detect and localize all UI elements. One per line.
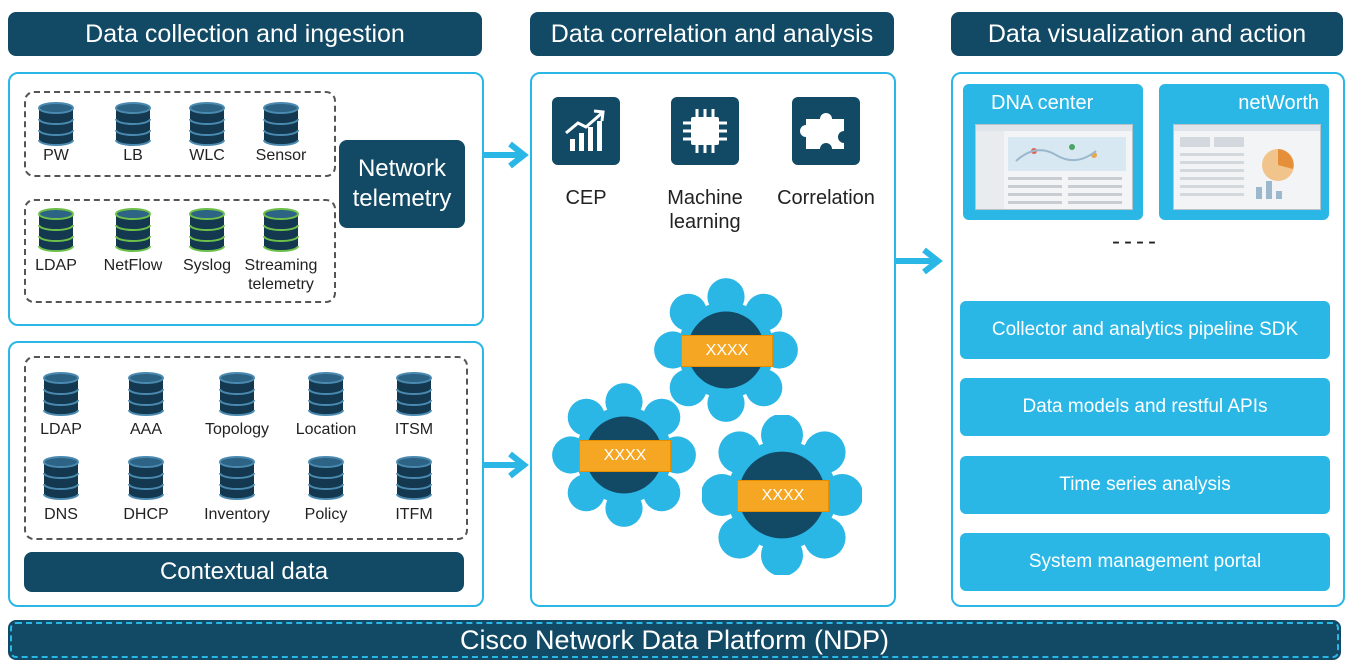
- cep-tile[interactable]: [552, 97, 620, 165]
- cep-label: CEP: [565, 187, 607, 209]
- database-icon: [36, 102, 76, 151]
- dna-center-dashboard[interactable]: DNA center: [963, 84, 1143, 220]
- telemetry-source-label: LDAP: [35, 257, 77, 274]
- dna-center-title: DNA center: [991, 92, 1094, 114]
- database-icon: [394, 372, 434, 421]
- database-icon: [217, 372, 257, 421]
- database-icon: [115, 102, 151, 146]
- database-icon: [308, 456, 344, 500]
- database-icon: [38, 102, 74, 146]
- machine-learning-label: Machine learning: [650, 186, 760, 234]
- database-icon: [187, 102, 227, 151]
- networth-title: netWorth: [1238, 92, 1319, 114]
- networth-screenshot: [1173, 124, 1321, 210]
- context-source-label: Inventory: [204, 506, 270, 523]
- database-icon: [41, 456, 81, 505]
- header-collection: Data collection and ingestion: [8, 12, 482, 56]
- database-icon: [189, 102, 225, 146]
- database-icon: [219, 456, 255, 500]
- context-source-label: ITSM: [394, 421, 434, 438]
- database-icon: [128, 456, 164, 500]
- contextual-group: [24, 356, 468, 540]
- database-icon: [115, 208, 151, 252]
- context-source-label: LDAP: [40, 421, 82, 438]
- context-source-label: Policy: [304, 506, 348, 523]
- telemetry-source-label: NetFlow: [103, 257, 163, 274]
- context-source-label: DNS: [44, 506, 78, 523]
- database-icon: [306, 456, 346, 505]
- database-icon: [113, 102, 153, 151]
- header-visualization: Data visualization and action: [951, 12, 1343, 56]
- contextual-data-label: Contextual data: [24, 552, 464, 592]
- context-source-label: DHCP: [123, 506, 169, 523]
- arrow-right-icon: [482, 451, 529, 479]
- context-source-label: AAA: [129, 421, 162, 438]
- context-source-label: Topology: [204, 421, 270, 438]
- correlation-label: Correlation: [777, 187, 875, 209]
- database-icon: [36, 208, 76, 257]
- database-icon: [308, 372, 344, 416]
- context-source-label: Location: [295, 421, 357, 438]
- telemetry-group-2: [24, 199, 336, 303]
- database-icon: [187, 208, 227, 257]
- database-icon: [113, 208, 153, 257]
- gear-label: XXXX: [579, 440, 671, 472]
- telemetry-source-label: Streaming telemetry: [244, 257, 318, 293]
- machine-learning-tile[interactable]: [671, 97, 739, 165]
- database-icon: [396, 456, 432, 500]
- database-icon: [263, 208, 299, 252]
- database-icon: [261, 208, 301, 257]
- network-telemetry-line1: Network: [357, 155, 446, 182]
- platform-footer: Cisco Network Data Platform (NDP): [8, 620, 1341, 660]
- telemetry-source-label: WLC: [189, 147, 225, 164]
- database-icon: [38, 208, 74, 252]
- gear-label: XXXX: [737, 480, 829, 512]
- database-icon: [189, 208, 225, 252]
- database-icon: [126, 372, 166, 421]
- arrow-right-icon: [894, 247, 943, 275]
- chip-icon: [683, 109, 727, 153]
- telemetry-source-label: Sensor: [255, 147, 307, 164]
- chart-trend-icon: [565, 109, 605, 151]
- database-icon: [217, 456, 257, 505]
- networth-dashboard[interactable]: netWorth: [1159, 84, 1329, 220]
- database-icon: [261, 102, 301, 151]
- database-icon: [306, 372, 346, 421]
- capability-card[interactable]: Time series analysis: [960, 456, 1330, 514]
- header-correlation: Data correlation and analysis: [530, 12, 894, 56]
- telemetry-source-label: Syslog: [182, 257, 232, 274]
- database-icon: [43, 456, 79, 500]
- database-icon: [41, 372, 81, 421]
- capability-card[interactable]: Data models and restful APIs: [960, 378, 1330, 436]
- telemetry-source-label: PW: [43, 147, 69, 164]
- gear-label: XXXX: [681, 335, 773, 367]
- more-dashboards-ellipsis: ----: [1112, 228, 1160, 255]
- arrow-right-icon: [482, 141, 529, 169]
- database-icon: [394, 456, 434, 505]
- network-telemetry-line2: telemetry: [352, 185, 452, 212]
- correlation-tile[interactable]: [792, 97, 860, 165]
- database-icon: [219, 372, 255, 416]
- context-source-label: ITFM: [395, 506, 433, 523]
- machine-learning-line2: learning: [669, 211, 741, 233]
- database-icon: [43, 372, 79, 416]
- telemetry-source-label: LB: [123, 147, 143, 164]
- database-icon: [396, 372, 432, 416]
- database-icon: [263, 102, 299, 146]
- database-icon: [128, 372, 164, 416]
- telemetry-group-1: [24, 91, 336, 177]
- capability-card[interactable]: Collector and analytics pipeline SDK: [960, 301, 1330, 359]
- capability-card[interactable]: System management portal: [960, 533, 1330, 591]
- dna-center-screenshot: [975, 124, 1133, 210]
- machine-learning-line1: Machine: [667, 187, 743, 209]
- database-icon: [126, 456, 166, 505]
- puzzle-icon: [800, 113, 844, 149]
- network-telemetry-button[interactable]: Network telemetry: [339, 140, 465, 228]
